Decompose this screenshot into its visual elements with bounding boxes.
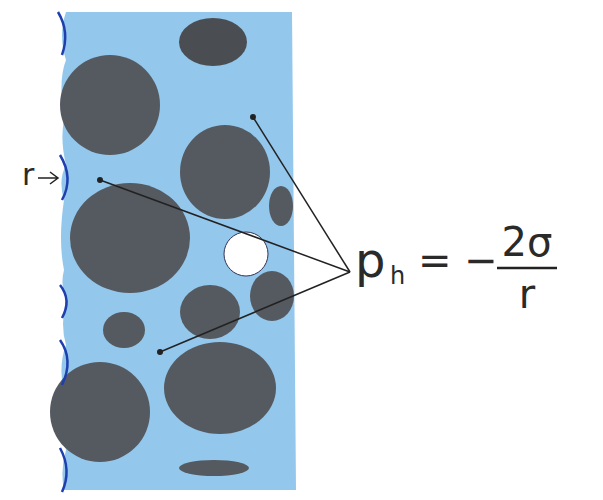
soil-particles: [50, 18, 294, 476]
leader-lines: [38, 117, 350, 352]
fraction-bar: [497, 267, 557, 270]
pressure-symbol: p: [355, 236, 385, 284]
menisci: [58, 12, 68, 492]
numerator: 2σ: [502, 222, 553, 262]
points: [97, 114, 256, 355]
radius-label: r: [22, 160, 34, 190]
subscript: h: [390, 264, 405, 288]
denominator: r: [519, 274, 535, 314]
equals-minus: = −: [418, 240, 498, 280]
